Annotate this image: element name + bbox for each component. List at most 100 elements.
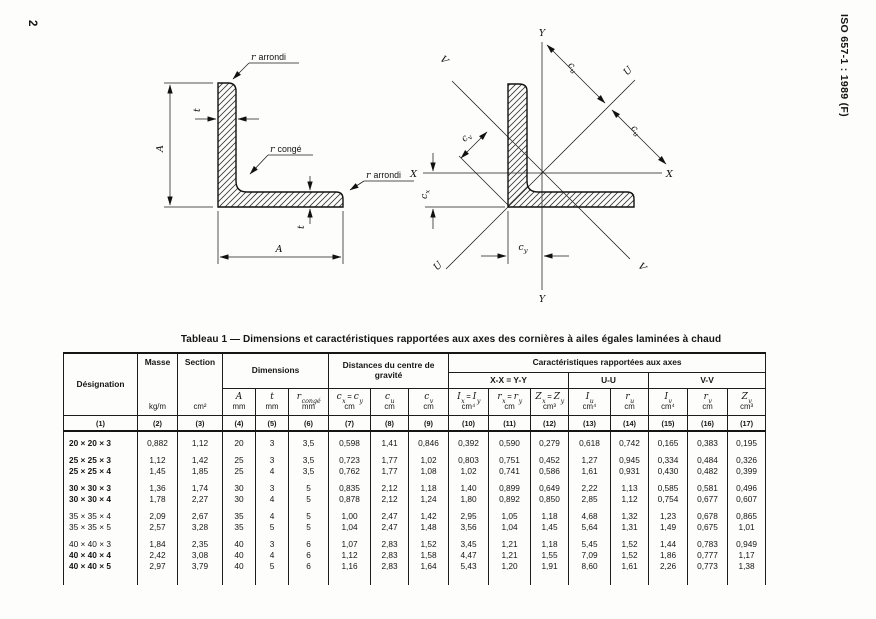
- value-cell: 0,754: [648, 494, 689, 505]
- x-axis-label: X: [665, 169, 674, 180]
- value-cell: 1,48: [408, 522, 450, 533]
- value-cell: 0,742: [610, 431, 650, 449]
- value-cell: 5: [287, 477, 330, 494]
- value-cell: 0,741: [488, 466, 532, 477]
- value-cell: 1,13: [610, 477, 650, 494]
- value-cell: 1,91: [530, 561, 570, 572]
- value-cell: 0,882: [137, 431, 178, 449]
- value-cell: 1,12: [177, 431, 223, 449]
- value-cell: 1,05: [488, 505, 532, 522]
- leader-line: [349, 180, 365, 191]
- value-cell: 5: [255, 522, 289, 533]
- value-cell: 2,26: [648, 561, 689, 572]
- header-axis-xy: X-X = Y-Y: [448, 372, 570, 389]
- designation-cell: 30 × 30 × 4: [63, 494, 138, 505]
- value-cell: 1,77: [370, 466, 410, 477]
- value-cell: 3,79: [177, 561, 223, 572]
- value-cell: 5: [287, 522, 330, 533]
- value-cell: 1,52: [610, 533, 650, 550]
- value-cell: 1,02: [408, 449, 450, 466]
- value-cell: 5: [287, 505, 330, 522]
- value-cell: 1,08: [408, 466, 450, 477]
- designation-cell: 35 × 35 × 4: [63, 505, 138, 522]
- value-cell: 1,40: [448, 477, 490, 494]
- value-cell: 0,649: [530, 477, 570, 494]
- dim-label-A: A: [275, 244, 283, 255]
- value-cell: 1,21: [488, 550, 532, 561]
- value-cell: 2,83: [370, 561, 410, 572]
- value-cell: 2,22: [568, 477, 612, 494]
- value-cell: 0,892: [488, 494, 532, 505]
- header-caracteristiques: Caractéristiques rapportées aux axes: [448, 353, 767, 373]
- value-cell: 40: [222, 533, 256, 550]
- v-axis-label: V: [635, 261, 648, 274]
- value-cell: 1,52: [610, 550, 650, 561]
- value-cell: 1,07: [328, 533, 372, 550]
- value-cell: 2,47: [370, 522, 410, 533]
- value-cell: 5,45: [568, 533, 612, 550]
- designation-cell: 30 × 30 × 3: [63, 477, 138, 494]
- value-cell: 2,27: [177, 494, 223, 505]
- designation-cell: 35 × 35 × 5: [63, 522, 138, 533]
- dimension-line-cu: [611, 109, 667, 165]
- value-cell: 2,12: [370, 477, 410, 494]
- value-cell: 40: [222, 550, 256, 561]
- value-cell: 1,12: [610, 494, 650, 505]
- value-cell: 30: [222, 477, 256, 494]
- value-cell: 3,08: [177, 550, 223, 561]
- value-cell: 1,20: [488, 561, 532, 572]
- value-cell: 1,23: [648, 505, 689, 522]
- header-dimensions: Dimensions: [221, 353, 330, 389]
- value-cell: 1,36: [137, 477, 178, 494]
- value-cell: 1,01: [727, 522, 767, 533]
- value-cell: 1,04: [488, 522, 532, 533]
- value-cell: 1,16: [328, 561, 372, 572]
- value-cell: 6: [287, 561, 330, 572]
- value-cell: 1,85: [177, 466, 223, 477]
- value-cell: 0,334: [648, 449, 689, 466]
- value-cell: 35: [222, 522, 256, 533]
- value-cell: 1,00: [328, 505, 372, 522]
- designation-cell: 40 × 40 × 4: [63, 550, 138, 561]
- value-cell: 4: [255, 494, 289, 505]
- value-cell: 0,777: [687, 550, 729, 561]
- value-cell: 1,61: [610, 561, 650, 572]
- value-cell: 0,590: [488, 431, 532, 449]
- header-distances: Distances du centre de gravité: [328, 353, 450, 389]
- value-cell: 1,61: [568, 466, 612, 477]
- value-cell: 1,64: [408, 561, 450, 572]
- value-cell: 3,5: [287, 431, 330, 449]
- header-designation: Désignation: [63, 353, 138, 416]
- value-cell: 0,581: [687, 477, 729, 494]
- value-cell: 0,484: [687, 449, 729, 466]
- value-cell: 0,773: [687, 561, 729, 572]
- value-cell: 1,32: [610, 505, 650, 522]
- leader-line: [232, 62, 250, 80]
- value-cell: 2,67: [177, 505, 223, 522]
- table-open-bottom-row: [63, 572, 767, 585]
- value-cell: 0,195: [727, 431, 767, 449]
- value-cell: 1,18: [530, 505, 570, 522]
- value-cell: 40: [222, 561, 256, 572]
- value-cell: 0,618: [568, 431, 612, 449]
- designation-cell: 25 × 25 × 3: [63, 449, 138, 466]
- value-cell: 1,18: [408, 477, 450, 494]
- value-cell: 25: [222, 449, 256, 466]
- header-axis-vv: V-V: [648, 372, 767, 389]
- value-cell: 0,949: [727, 533, 767, 550]
- value-cell: 3: [255, 449, 289, 466]
- value-cell: 4: [255, 505, 289, 522]
- leader-line: [249, 154, 269, 175]
- value-cell: 1,58: [408, 550, 450, 561]
